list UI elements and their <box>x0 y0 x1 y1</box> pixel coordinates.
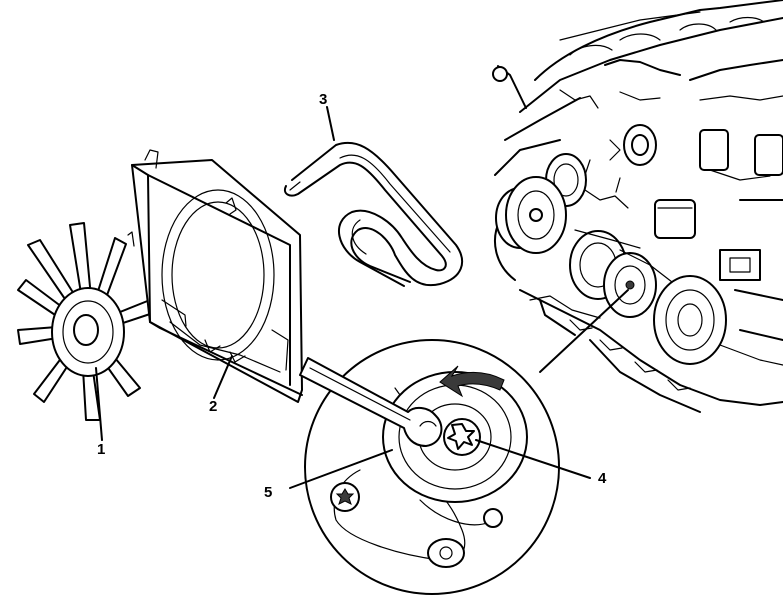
leader-line-4 <box>475 439 591 479</box>
leader-line-2 <box>213 355 233 399</box>
callout-1: 1 <box>97 441 105 458</box>
leader-line-3 <box>326 106 335 141</box>
callout-3: 3 <box>319 91 327 108</box>
drive-belt <box>284 106 464 287</box>
callout-2: 2 <box>209 398 217 415</box>
fan <box>17 222 151 441</box>
engine <box>492 0 783 413</box>
detail-magnifier <box>299 339 560 595</box>
leader-line-1 <box>95 367 103 441</box>
fan-shroud <box>127 149 303 403</box>
callout-5: 5 <box>264 484 272 501</box>
leader-line-5 <box>289 449 393 489</box>
callout-4: 4 <box>598 470 607 487</box>
detail-pointer-line <box>539 289 629 373</box>
